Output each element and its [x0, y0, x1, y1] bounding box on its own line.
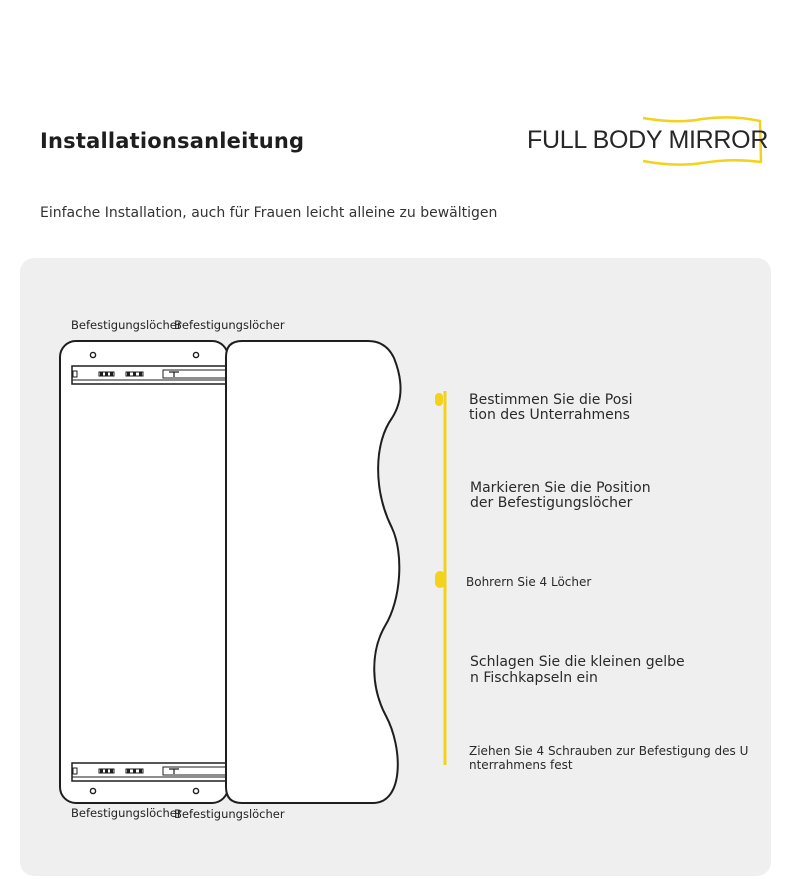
mounting-hole	[192, 351, 200, 359]
instruction-panel: Befestigungslöcher Befestigungslöcher Be…	[20, 258, 771, 876]
mounting-hole	[192, 787, 200, 795]
step-4: Schlagen Sie die kleinen gelbe n Fischka…	[470, 654, 685, 686]
step-3: Bohrern Sie 4 Löcher	[466, 575, 592, 589]
step-2: Markieren Sie die Position der Befestigu…	[470, 480, 651, 511]
page-subtitle: Einfache Installation, auch für Frauen l…	[40, 205, 498, 221]
hole-label-top-right: Befestigungslöcher	[174, 318, 285, 332]
mirror-frame-outline	[59, 340, 229, 804]
hole-label-bottom-left: Befestigungslöcher	[71, 806, 182, 820]
step-marker	[435, 393, 443, 406]
hole-label-top-left: Befestigungslöcher	[71, 318, 182, 332]
page-title: Installationsanleitung	[40, 129, 305, 153]
step-1: Bestimmen Sie die Posi tion des Unterrah…	[469, 392, 633, 423]
mounting-hole	[89, 787, 97, 795]
brand-banner-shape	[642, 116, 763, 166]
top-mounting-rail	[71, 365, 233, 385]
installation-diagram	[59, 340, 447, 804]
bottom-mounting-rail	[71, 762, 233, 782]
brand-title: FULL BODY MIRROR	[527, 126, 769, 154]
mounting-hole	[89, 351, 97, 359]
step-marker	[435, 571, 445, 588]
wavy-mirror-outline	[225, 340, 402, 804]
step-5: Ziehen Sie 4 Schrauben zur Befestigung d…	[469, 744, 749, 772]
brand-badge: FULL BODY MIRROR	[527, 116, 768, 166]
hole-label-bottom-right: Befestigungslöcher	[174, 807, 285, 821]
